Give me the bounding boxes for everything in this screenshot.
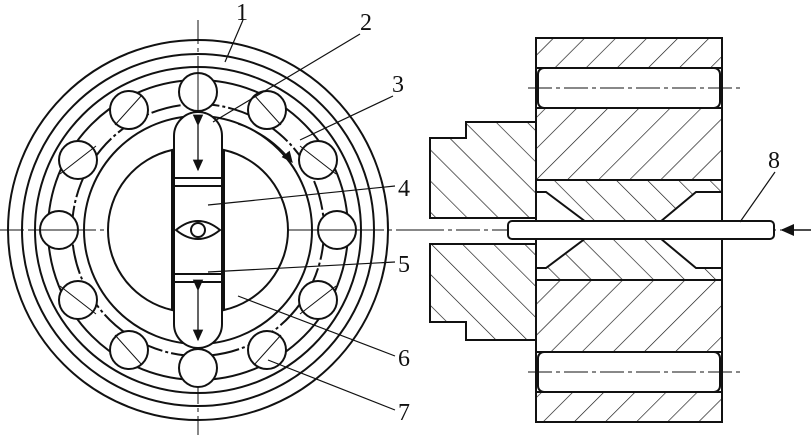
- spindle-right: [223, 148, 289, 312]
- callout-8: 8: [768, 148, 780, 174]
- roller: [178, 348, 218, 388]
- side-view: [420, 37, 811, 423]
- outer-housing-ring: [7, 39, 389, 421]
- housing-upper: [535, 107, 723, 181]
- hammer-slot: [173, 111, 223, 349]
- housing-lower: [535, 279, 723, 353]
- die-center: [190, 222, 206, 238]
- hub-upper: [429, 121, 537, 219]
- callout-6: 6: [398, 346, 410, 372]
- die-lower: [535, 237, 723, 281]
- leader-lines-front: [207, 19, 396, 411]
- hub-lower: [429, 243, 537, 341]
- housing-inner-ring: [21, 53, 375, 407]
- callout-7: 7: [398, 400, 410, 426]
- spindle-left: [107, 148, 173, 312]
- front-view: [0, 20, 420, 435]
- callout-3: 3: [392, 72, 404, 98]
- callout-4: 4: [398, 176, 410, 202]
- callout-1: 1: [236, 0, 248, 26]
- housing-top: [535, 37, 723, 69]
- housing-bottom: [535, 391, 723, 423]
- callout-5: 5: [398, 252, 410, 278]
- rotation-arrow: [237, 123, 293, 164]
- die-eye: [174, 220, 222, 240]
- roller-axes: [32, 65, 364, 366]
- callout-2: 2: [360, 10, 372, 36]
- leader-line-8: [739, 171, 776, 223]
- die-upper: [535, 179, 723, 223]
- workpiece-rod: [507, 220, 775, 240]
